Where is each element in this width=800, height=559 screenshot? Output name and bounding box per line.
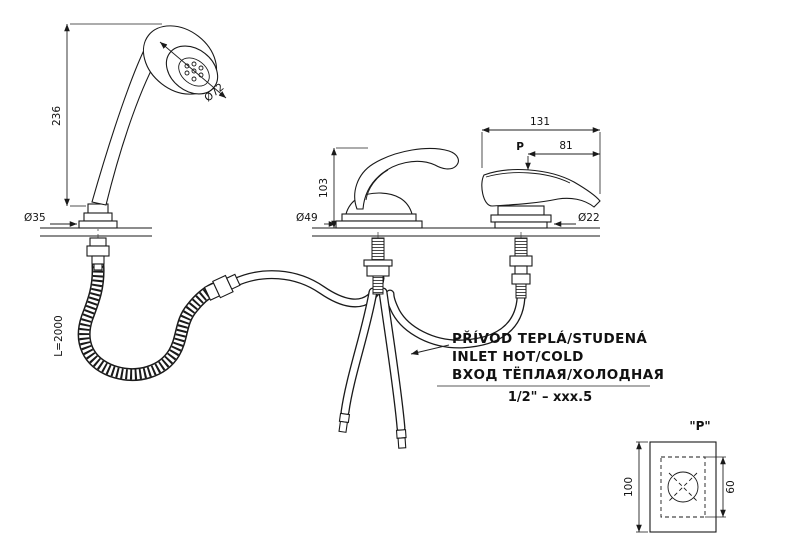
shower-base xyxy=(78,203,118,229)
spout-assembly xyxy=(481,168,601,299)
dim-mixer-height: 103 xyxy=(318,178,330,198)
spout-base xyxy=(490,205,552,229)
mixer-under-deck xyxy=(363,237,393,295)
detail-dim-60: 60 xyxy=(725,480,737,493)
detail-cutout xyxy=(660,456,706,518)
inlet-note-czech: PŘÍVOD TEPLÁ/STUDENÁ xyxy=(452,330,647,347)
inlet-hose-end-left xyxy=(338,412,351,433)
detail-plate xyxy=(649,441,717,533)
spout-under-deck xyxy=(509,237,533,299)
mixer-assembly xyxy=(335,147,459,295)
inlet-note-russian: ВХОД ТЁПЛАЯ/ХОЛОДНАЯ xyxy=(452,366,664,383)
shower-head xyxy=(91,25,219,206)
dim-shower-base-diameter: Ø35 xyxy=(24,212,46,224)
detail-hole xyxy=(667,471,699,503)
shower-hose-connection xyxy=(229,270,385,308)
detail-dim-100: 100 xyxy=(623,477,635,497)
deck-surface xyxy=(40,227,600,237)
mixer-body xyxy=(335,192,423,229)
dim-hose-length: L=2000 xyxy=(53,315,65,356)
thread-spec: 1/2" – xxx.5 xyxy=(508,390,592,405)
dim-shower-height: 236 xyxy=(51,106,63,126)
spout-body xyxy=(481,168,601,208)
inlet-note: PŘÍVOD TEPLÁ/STUDENÁ INLET HOT/COLD ВХОД… xyxy=(410,330,664,405)
flexible-hose xyxy=(77,259,241,381)
inlet-note-english: INLET HOT/COLD xyxy=(452,349,584,365)
dim-spout-reach: 81 xyxy=(559,140,572,152)
spout-supply-tube xyxy=(385,289,526,349)
detail-view-p: "P" 100 60 xyxy=(623,419,737,533)
section-mark-p: P xyxy=(516,141,524,153)
shower-under-deck xyxy=(86,237,110,271)
inlet-hoses xyxy=(338,287,407,449)
inlet-hose-end-right xyxy=(395,429,407,449)
dim-spout-length: 131 xyxy=(530,116,550,128)
dim-pipe-diameter: Ø22 xyxy=(578,212,600,224)
hose-coupling xyxy=(203,273,241,301)
shower-assembly xyxy=(78,25,219,271)
mixer-lever xyxy=(354,147,459,210)
dim-mixer-base-diameter: Ø49 xyxy=(296,212,318,224)
detail-title: "P" xyxy=(689,419,710,433)
